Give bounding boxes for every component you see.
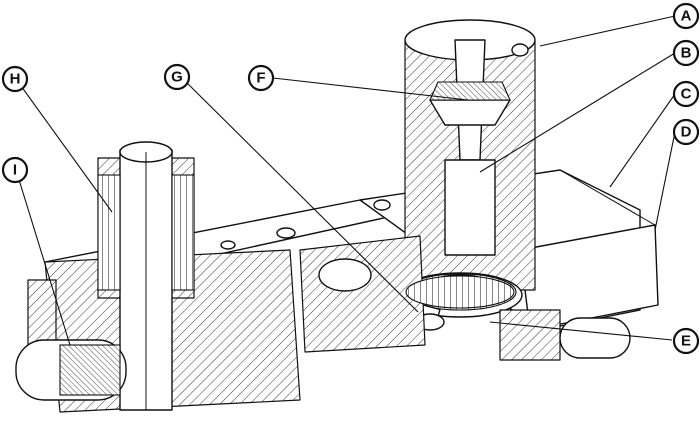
callout-label-B: B bbox=[681, 45, 692, 62]
callout-I: I bbox=[1, 156, 29, 184]
callout-A: A bbox=[672, 2, 700, 30]
callout-label-F: F bbox=[256, 70, 265, 87]
lower-cylinder bbox=[15, 279, 127, 401]
threaded-post bbox=[97, 141, 195, 411]
callout-D: D bbox=[672, 118, 700, 146]
thread-teeth bbox=[97, 174, 195, 291]
callout-label-H: H bbox=[10, 71, 21, 88]
callout-E: E bbox=[672, 327, 700, 355]
callout-label-D: D bbox=[681, 124, 692, 141]
center-tower bbox=[404, 19, 536, 291]
callout-label-A: A bbox=[681, 8, 692, 25]
callout-label-I: I bbox=[13, 162, 17, 179]
callout-F: F bbox=[247, 64, 275, 92]
callout-G: G bbox=[163, 63, 191, 91]
callout-label-G: G bbox=[171, 69, 183, 86]
gear-train bbox=[299, 235, 523, 353]
right-roller bbox=[499, 309, 631, 361]
callout-B: B bbox=[672, 39, 700, 67]
callout-label-C: C bbox=[681, 86, 692, 103]
callout-label-E: E bbox=[681, 333, 691, 350]
callout-H: H bbox=[1, 65, 29, 93]
callout-C: C bbox=[672, 80, 700, 108]
leader-lines bbox=[15, 15, 676, 346]
